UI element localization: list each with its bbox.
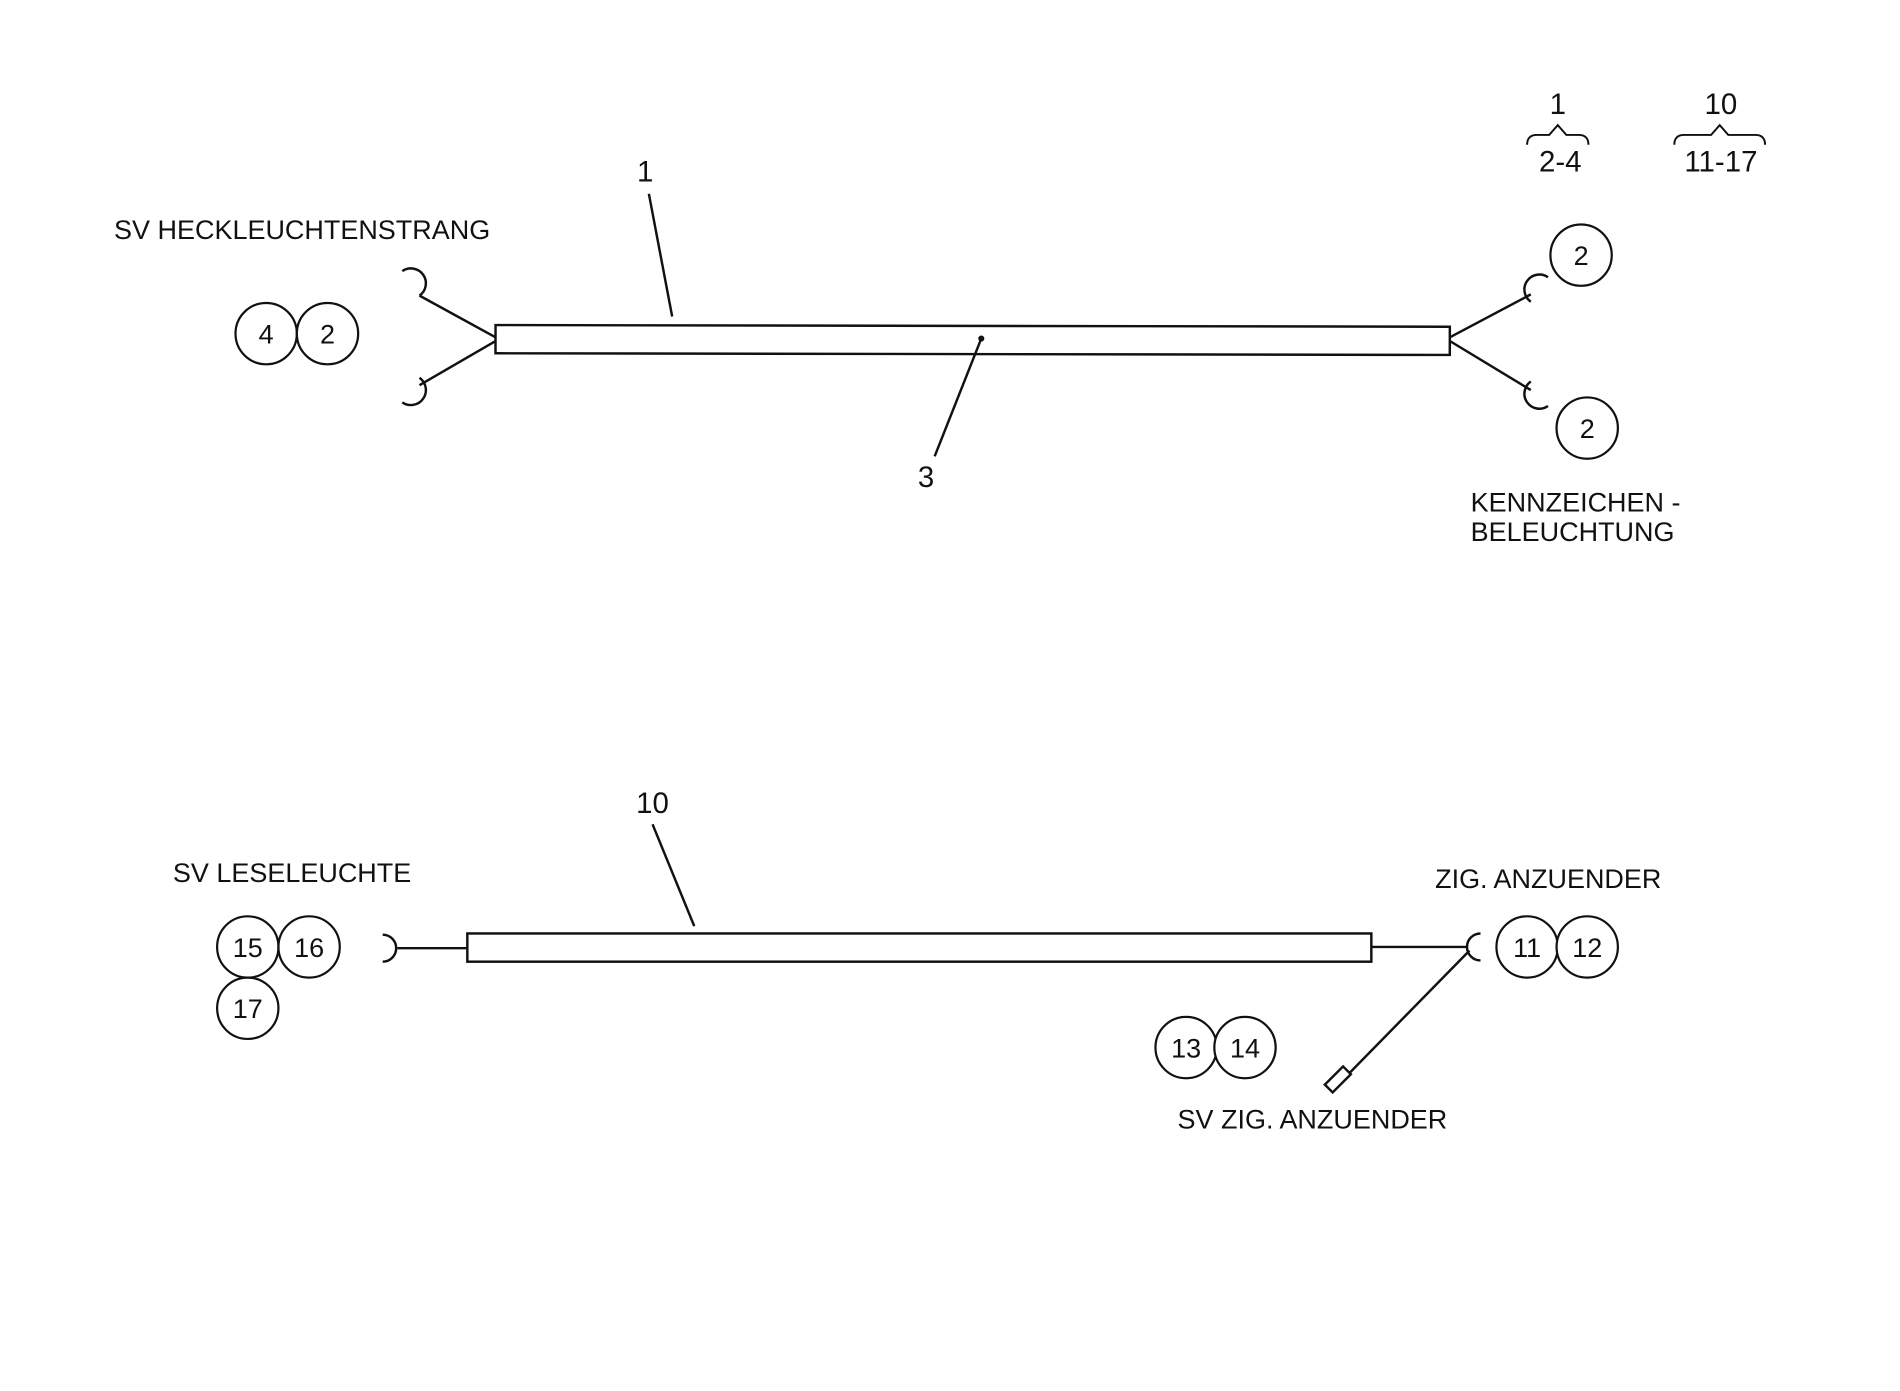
label-sv-zig-anzuender: SV ZIG. ANZUENDER	[1178, 1105, 1448, 1135]
part-circle	[1555, 396, 1619, 460]
part-circle	[1213, 1015, 1277, 1080]
connector-left-upper	[401, 267, 428, 297]
part-number: 2	[1580, 414, 1595, 444]
part-number: 2	[320, 319, 335, 349]
label-sv-leseleuchte: SV LESELEUCHTE	[173, 858, 411, 888]
legend-1-top: 1	[1550, 88, 1566, 121]
wire-right-upper	[1449, 293, 1532, 339]
callout-number-10: 10	[636, 787, 669, 820]
connector-branch-zig	[1323, 1064, 1353, 1095]
harness-1: SV HECKLEUCHTENSTRANG 1 4 2 3 2 2	[114, 156, 1680, 547]
part-circle	[1549, 223, 1613, 287]
label-zig-anzuender: ZIG. ANZUENDER	[1435, 864, 1661, 894]
parts-branch-harness-2: 13 14	[1154, 1015, 1277, 1080]
legend-2-brace	[1673, 123, 1767, 145]
leader-3-line	[933, 338, 983, 457]
part-circle	[216, 976, 280, 1041]
wire-right-lower	[1449, 339, 1532, 392]
harness-1-bar	[494, 323, 1452, 357]
callout-leader-10	[651, 823, 696, 927]
label-beleuchtung: BELEUCHTUNG	[1471, 517, 1675, 547]
harness-2-bar	[466, 932, 1373, 963]
part-number: 2	[1574, 241, 1589, 271]
legend-1-brace	[1526, 123, 1590, 145]
legend-1-bottom: 2-4	[1539, 146, 1582, 179]
legend-group-2: 10 11-17	[1673, 88, 1767, 179]
part-number: 15	[233, 933, 263, 963]
part-circle	[295, 301, 360, 366]
part-number: 11	[1513, 933, 1541, 963]
wire-branch-zig	[1344, 949, 1471, 1078]
part-number: 14	[1230, 1033, 1260, 1063]
connector-left-lower	[401, 376, 428, 407]
legend-2-bottom: 11-17	[1684, 146, 1757, 179]
parts-left-harness-2: 15 16 17	[216, 915, 341, 1041]
parts-right-harness-1: 2 2	[1549, 223, 1619, 460]
wire-left-upper	[418, 294, 497, 339]
wire-left-lower	[418, 339, 497, 387]
part-number: 17	[233, 994, 263, 1024]
connector-right-harness-2	[1465, 932, 1481, 962]
connector-right-upper	[1523, 273, 1549, 303]
callout-number-1: 1	[637, 156, 653, 189]
part-number: 13	[1171, 1033, 1201, 1063]
connector-left-harness-2	[382, 933, 398, 963]
callout-number-3: 3	[918, 461, 934, 494]
part-circle	[1555, 915, 1619, 979]
label-sv-heckleuchtenstrang: SV HECKLEUCHTENSTRANG	[114, 215, 490, 245]
part-number: 4	[259, 319, 274, 349]
connector-right-lower	[1523, 380, 1549, 410]
parts-left-harness-1: 4 2	[234, 301, 360, 366]
harness-2: 10 SV LESELEUCHTE 15 16 17 ZIG. ANZUENDE…	[173, 787, 1661, 1134]
callout-leader-1	[647, 193, 674, 317]
legend-2-top: 10	[1705, 88, 1738, 121]
legend-group-1: 1 2-4	[1526, 88, 1590, 179]
parts-right-harness-2: 11 12	[1495, 915, 1619, 979]
part-number: 16	[294, 933, 324, 963]
label-kennzeichen: KENNZEICHEN -	[1471, 488, 1681, 518]
part-circle	[277, 915, 341, 979]
part-number: 12	[1572, 933, 1602, 963]
